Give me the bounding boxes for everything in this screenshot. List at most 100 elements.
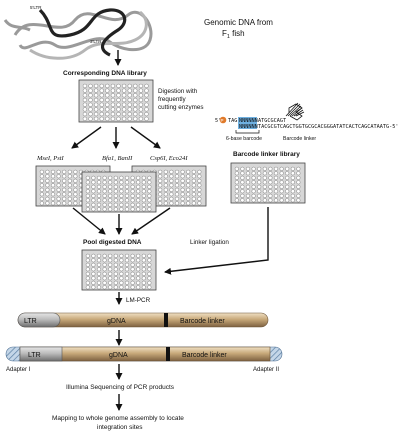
plate-well [85, 189, 90, 194]
plate-well [130, 198, 135, 203]
plate-well [163, 201, 168, 206]
plate-well [91, 184, 96, 189]
barcode-highlight-bottom [238, 123, 257, 129]
plate-well [67, 196, 72, 201]
plate-well [147, 280, 152, 285]
plate-well [175, 201, 179, 206]
plate-well [113, 285, 118, 290]
plate-well [99, 102, 104, 107]
plate-well [169, 187, 174, 192]
plate-well [116, 88, 121, 93]
plate-well [110, 107, 115, 112]
enzyme-label-right: Csp6I, Eco24I [150, 155, 188, 162]
construct1-gdna: gDNA [107, 318, 126, 325]
plate-well [113, 202, 118, 207]
plate-well [290, 175, 295, 180]
ltr3-label: 3'LTR [90, 39, 102, 44]
plate-well [136, 175, 141, 180]
plate-well [94, 83, 99, 88]
plate-well [234, 184, 239, 189]
plate-well [62, 183, 67, 188]
plate-well [67, 201, 72, 206]
plate-well [85, 280, 90, 285]
plate-well [125, 175, 129, 180]
plate-well [133, 116, 138, 121]
plate-well [158, 201, 163, 206]
plate-well [119, 180, 124, 185]
plate-well [105, 107, 110, 112]
plate-well [116, 93, 121, 98]
plate-well [163, 196, 168, 201]
plate-well [136, 189, 141, 194]
plate-well [97, 198, 101, 203]
plate-well [197, 196, 202, 201]
sequencing-label: Illumina Sequencing of PCR products [66, 384, 175, 391]
plate-well [175, 183, 179, 188]
plate-well [141, 262, 146, 267]
plate-well [108, 180, 113, 185]
plate-well [125, 198, 129, 203]
plate-well [119, 193, 124, 198]
plate-well [85, 198, 90, 203]
plate-well [274, 193, 278, 198]
plate-well [73, 169, 78, 174]
plate-well [102, 175, 107, 180]
plate-well [102, 271, 107, 276]
plate-well [163, 178, 168, 183]
plate-well [130, 262, 135, 267]
plate-well [141, 271, 146, 276]
plate-well [39, 183, 44, 188]
plate-well [108, 189, 113, 194]
plate-well [110, 93, 115, 98]
plate-well [138, 93, 143, 98]
plate-well [257, 180, 262, 185]
plate-well [251, 166, 256, 171]
plate-well [274, 171, 278, 176]
plate-well [290, 184, 295, 189]
plate-well [144, 97, 149, 103]
plate-well [290, 171, 295, 176]
plate-well [197, 192, 202, 197]
plate-well [51, 183, 55, 188]
plate-well [279, 175, 284, 180]
plate-well [133, 107, 138, 112]
plate-well [122, 102, 127, 107]
plate-well [88, 83, 93, 88]
plate-well [39, 192, 44, 197]
plate-well [147, 193, 152, 198]
plate-well [141, 180, 146, 185]
plate-well [67, 178, 72, 183]
plate-well [274, 189, 278, 194]
phosphate-icon [219, 116, 227, 124]
plate-well [73, 183, 78, 188]
plate-well [130, 285, 135, 290]
plate-well [147, 202, 152, 207]
plate-well [122, 107, 127, 112]
digestion-label-3: cutting enzymes [158, 104, 204, 111]
plate-well [191, 187, 196, 192]
plate-well [67, 192, 72, 197]
plate-well [73, 178, 78, 183]
svg-text:TACGCGTCAGCTGGTGCGCACGGGATATCA: TACGCGTCAGCTGGTGCGCACGGGATATCACTCAGCATAA… [258, 124, 399, 130]
plate-well [62, 169, 67, 174]
plate-well [91, 271, 96, 276]
plate-well [141, 285, 146, 290]
plate-well [82, 83, 87, 88]
digestion-label-1: Digestion with [158, 88, 198, 95]
plate-well [108, 285, 113, 290]
plate-well [113, 258, 118, 263]
mapping-label-1: Mapping to whole genome assembly to loca… [52, 415, 184, 422]
plate-well [138, 116, 143, 121]
plate-well [85, 258, 90, 263]
digestion-plate-center [81, 171, 157, 213]
plate-well [279, 180, 284, 185]
plate-well [88, 88, 93, 93]
plate-well [246, 175, 250, 180]
plate-well [246, 180, 250, 185]
plate-well [91, 258, 96, 263]
plate-well [147, 253, 152, 258]
plate-well [268, 171, 273, 176]
plate-well [102, 198, 107, 203]
plate-well [163, 187, 168, 192]
plate-well [262, 198, 267, 203]
